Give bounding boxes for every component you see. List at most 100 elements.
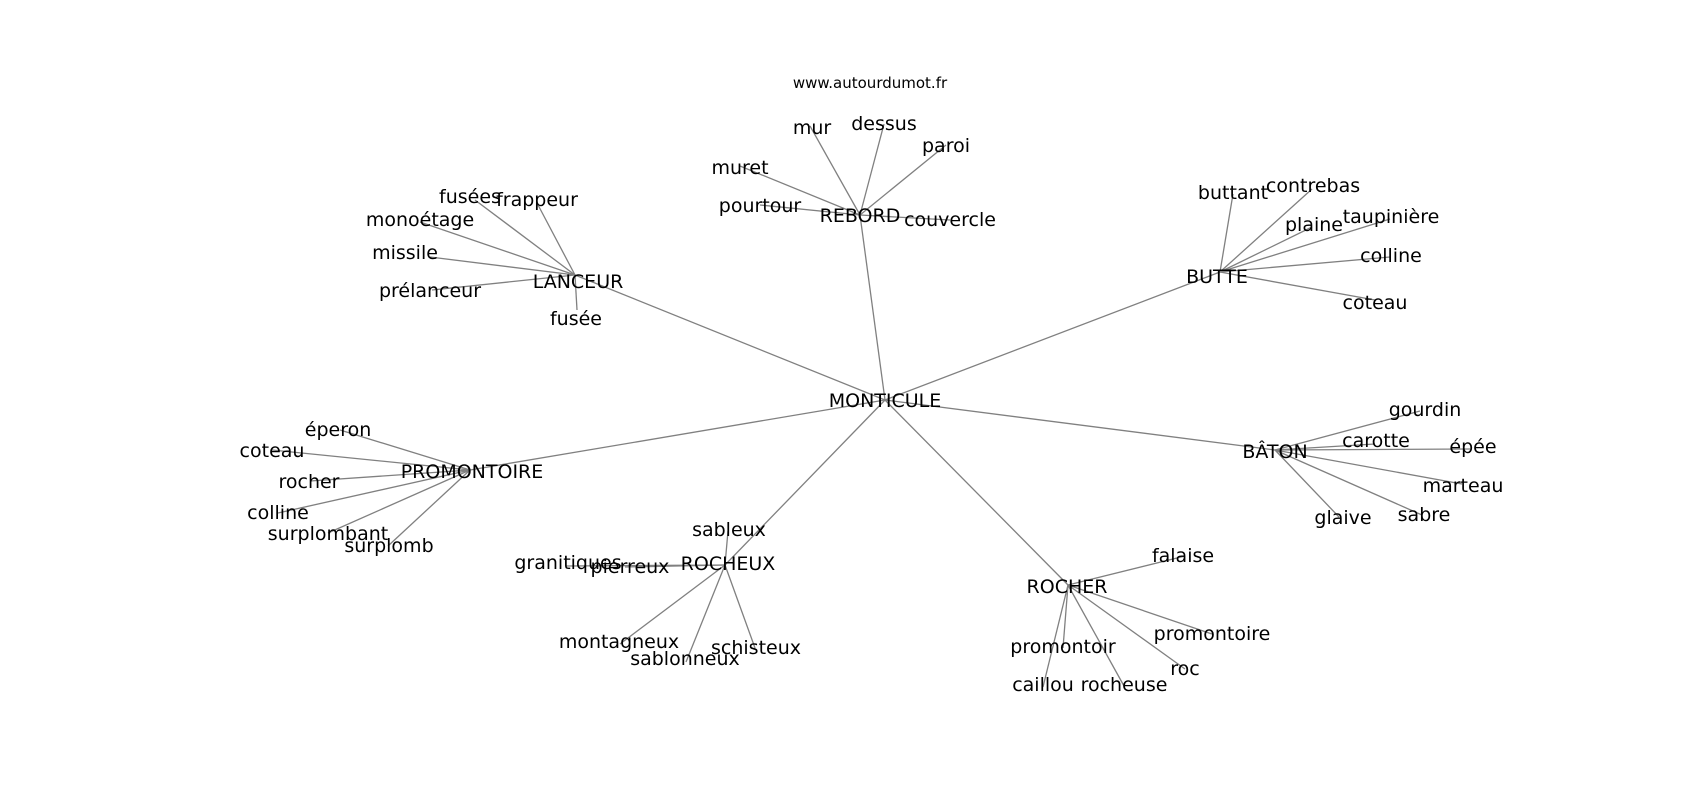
leaf-node-label: carotte bbox=[1342, 430, 1410, 452]
edge-center-to-hub bbox=[574, 274, 886, 401]
leaf-node-label: glaive bbox=[1314, 507, 1371, 529]
leaf-node-label: promontoir bbox=[1010, 636, 1116, 658]
leaf-node-label: paroi bbox=[922, 135, 970, 157]
edge-hub-to-leaf bbox=[1067, 555, 1186, 586]
leaf-node-label: muret bbox=[711, 157, 768, 179]
edge-center-to-hub bbox=[884, 271, 1221, 401]
edge-hub-to-leaf bbox=[574, 274, 578, 311]
leaf-node-label: montagneux bbox=[559, 631, 679, 653]
leaf-node-label: caillou bbox=[1012, 674, 1074, 696]
hub-node-label: ROCHEUX bbox=[681, 553, 776, 575]
leaf-node-label: coteau bbox=[1343, 292, 1408, 314]
hub-node-label: REBORD bbox=[820, 205, 901, 227]
edge-hub-to-leaf bbox=[474, 199, 576, 276]
leaf-node-label: couvercle bbox=[904, 209, 996, 231]
hub-node-label: PROMONTOIRE bbox=[401, 461, 544, 483]
edge-hub-to-leaf bbox=[739, 165, 861, 216]
edge-center-to-hub bbox=[724, 399, 886, 566]
edge-hub-to-leaf bbox=[419, 221, 576, 276]
edge-hub-to-leaf bbox=[1274, 448, 1471, 451]
leaf-node-label: schisteux bbox=[711, 637, 801, 659]
edge-hub-to-leaf bbox=[1219, 271, 1376, 301]
edge-hub-to-leaf bbox=[387, 469, 471, 547]
leaf-node-label: sableux bbox=[692, 519, 766, 541]
center-node-label: MONTICULE bbox=[829, 390, 942, 412]
edge-hub-to-leaf bbox=[536, 202, 576, 276]
leaf-node-label: dessus bbox=[851, 113, 917, 135]
leaf-node-label: missile bbox=[372, 242, 438, 264]
edge-hub-to-leaf bbox=[859, 214, 951, 221]
edge-hub-to-leaf bbox=[1274, 410, 1421, 451]
leaf-node-label: gourdin bbox=[1389, 399, 1462, 421]
edge-hub-to-leaf bbox=[1062, 584, 1069, 649]
edge-hub-to-leaf bbox=[1067, 584, 1186, 670]
edge-hub-to-leaf bbox=[431, 274, 576, 291]
leaf-node-label: colline bbox=[247, 502, 309, 524]
edge-hub-to-leaf bbox=[309, 469, 471, 482]
leaf-node-label: éperon bbox=[305, 419, 372, 441]
edge-hub-to-leaf bbox=[809, 125, 861, 216]
edge-hub-to-leaf bbox=[685, 564, 726, 663]
edge-hub-to-leaf bbox=[327, 469, 471, 534]
site-watermark: www.autourdumot.fr bbox=[793, 74, 948, 92]
hub-node-label: LANCEUR bbox=[533, 271, 624, 293]
leaf-node-label: pierreux bbox=[591, 556, 670, 578]
leaf-node-label: surplomb bbox=[344, 535, 433, 557]
edge-hub-to-leaf bbox=[724, 530, 729, 566]
leaf-node-label: taupinière bbox=[1343, 206, 1440, 228]
edge-hub-to-leaf bbox=[724, 564, 756, 649]
edge-hub-to-leaf bbox=[1219, 256, 1391, 273]
leaf-node-label: frappeur bbox=[496, 189, 578, 211]
edge-hub-to-leaf bbox=[759, 204, 861, 216]
leaf-node-label: plaine bbox=[1285, 214, 1343, 236]
leaf-node-label: roc bbox=[1170, 658, 1199, 680]
leaf-node-label: pourtour bbox=[719, 195, 802, 217]
edge-hub-to-leaf bbox=[1219, 193, 1234, 273]
leaf-node-label: buttant bbox=[1198, 182, 1268, 204]
edge-center-to-hub bbox=[469, 399, 886, 471]
edge-hub-to-leaf bbox=[1274, 449, 1463, 485]
leaf-node-label: épée bbox=[1449, 436, 1496, 458]
leaf-node-label: granitiques bbox=[514, 552, 621, 574]
leaf-node-label: coteau bbox=[240, 440, 305, 462]
edge-hub-to-leaf bbox=[429, 256, 576, 276]
hub-node-label: ROCHER bbox=[1027, 576, 1108, 598]
edge-hub-to-leaf bbox=[271, 449, 471, 471]
edge-hub-to-leaf bbox=[1067, 584, 1125, 687]
edge-center-to-hub bbox=[884, 399, 1276, 451]
leaf-node-label: fusées bbox=[439, 186, 501, 208]
edge-center-to-hub bbox=[859, 214, 886, 401]
edge-hub-to-leaf bbox=[1219, 188, 1313, 273]
edge-hub-to-leaf bbox=[859, 123, 885, 216]
leaf-node-label: prélanceur bbox=[379, 280, 481, 302]
edge-hub-to-leaf bbox=[859, 144, 947, 216]
leaf-node-label: marteau bbox=[1423, 475, 1504, 497]
edge-hub-to-leaf bbox=[1274, 449, 1423, 516]
leaf-node-label: surplombant bbox=[268, 523, 388, 545]
edge-hub-to-leaf bbox=[277, 469, 471, 514]
hub-node-label: BÂTON bbox=[1242, 440, 1307, 463]
edge-hub-to-leaf bbox=[339, 429, 471, 471]
edge-hub-to-leaf bbox=[1219, 218, 1391, 273]
leaf-node-label: mur bbox=[793, 117, 832, 139]
edge-hub-to-leaf bbox=[1274, 443, 1376, 451]
edge-layer bbox=[271, 123, 1471, 688]
leaf-node-label: sablonneux bbox=[630, 648, 740, 670]
leaf-node-label: promontoire bbox=[1154, 623, 1271, 645]
leaf-node-label: fusée bbox=[550, 308, 602, 330]
leaf-node-label: sabre bbox=[1398, 504, 1451, 526]
leaf-node-label: colline bbox=[1360, 245, 1422, 267]
edge-hub-to-leaf bbox=[624, 564, 726, 568]
edge-hub-to-leaf bbox=[1219, 226, 1313, 273]
hub-node-label: BUTTE bbox=[1186, 266, 1248, 288]
edge-hub-to-leaf bbox=[1067, 584, 1213, 635]
leaf-node-label: monoétage bbox=[366, 209, 474, 231]
edge-hub-to-leaf bbox=[619, 564, 726, 645]
leaf-node-label: falaise bbox=[1152, 545, 1214, 567]
edge-hub-to-leaf bbox=[1042, 584, 1069, 688]
leaf-node-label: rocher bbox=[278, 471, 339, 493]
edge-center-to-hub bbox=[884, 399, 1069, 586]
edge-hub-to-leaf bbox=[1274, 449, 1340, 518]
